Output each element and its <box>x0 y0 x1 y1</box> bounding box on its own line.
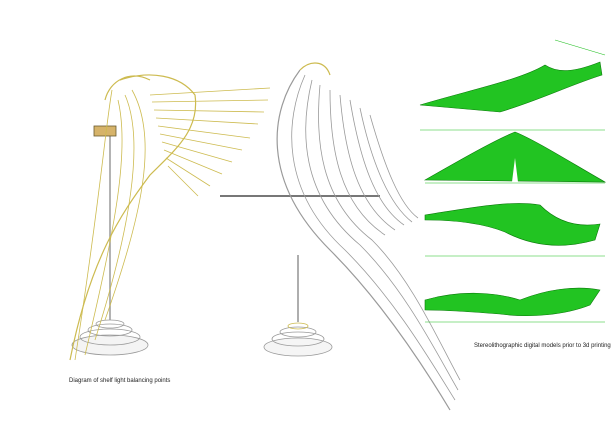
caption-right: Stereolithographic digital models prior … <box>474 343 611 349</box>
wireframe-model-4 <box>424 287 605 323</box>
wireframe-models <box>419 39 607 323</box>
wireframe-model-3 <box>424 203 605 257</box>
caption-left: Diagram of shelf light balancing points <box>69 378 171 384</box>
wireframe-model-2 <box>423 131 607 184</box>
wireframe-model-1 <box>419 39 606 131</box>
shelf-light-sketch-left <box>69 74 271 361</box>
shelf-light-sketch-middle <box>220 62 461 411</box>
